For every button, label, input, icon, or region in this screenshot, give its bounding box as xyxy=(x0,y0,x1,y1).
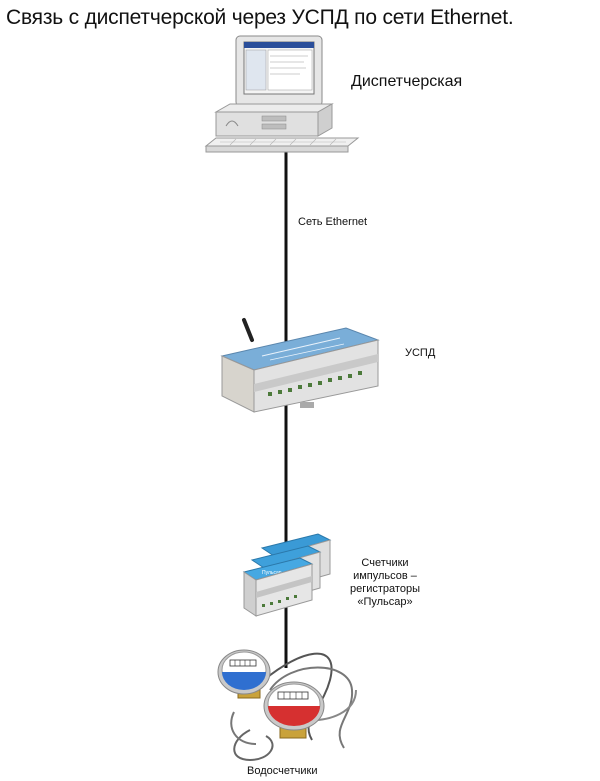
counter-logo-text: Пульсар xyxy=(262,570,282,576)
pulse-counters-line-2: импульсов – xyxy=(353,570,417,582)
pulse-counters-line-4: «Пульсар» xyxy=(357,596,413,608)
pulse-counters-line-3: регистраторы xyxy=(350,583,420,595)
diagram-title: Связь с диспетчерской через УСПД по сети… xyxy=(6,6,514,29)
water-meters-label: Водосчетчики xyxy=(247,765,318,777)
pulse-counter-devices-icon: Пульсар xyxy=(242,533,332,617)
dispatch-computer-icon xyxy=(204,35,360,153)
dispatch-label: Диспетчерская xyxy=(351,73,463,90)
network-label: Сеть Ethernet xyxy=(298,216,368,228)
pulse-counters-line-1: Счетчики xyxy=(361,557,409,569)
pulse-counters-label: Счетчики импульсов – регистраторы «Пульс… xyxy=(340,557,430,609)
uspd-label: УСПД xyxy=(405,347,436,359)
uspd-device-icon xyxy=(220,318,380,413)
water-meters-icon xyxy=(217,649,357,762)
